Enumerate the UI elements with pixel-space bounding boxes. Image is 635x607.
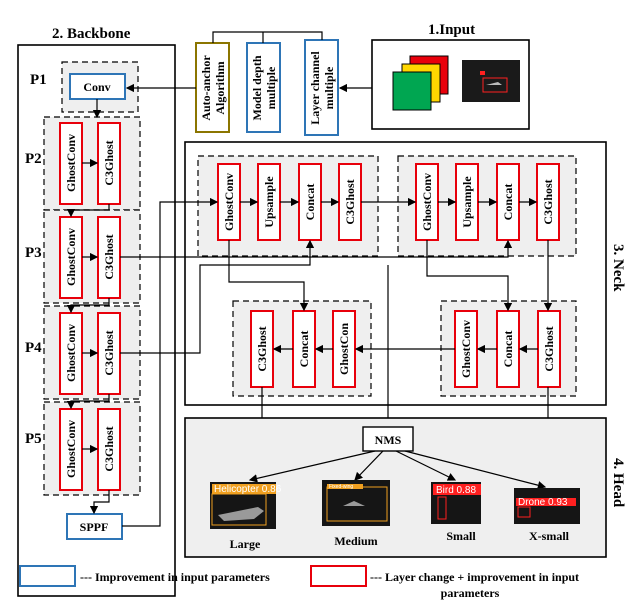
nbr-ghostconv: GhostConv [459, 320, 473, 378]
output-small-label: Small [446, 529, 476, 543]
backbone-title: 2. Backbone [52, 26, 131, 42]
backbone-stage-p5: P5 GhostConv C3Ghost [25, 401, 141, 496]
output-medium: Fixed-wing Medium [322, 480, 390, 548]
ntr-upsample: Upsample [460, 176, 474, 228]
p3-ghostconv: GhostConv [64, 228, 78, 286]
nbl-concat: Concat [297, 331, 311, 368]
output-medium-label: Medium [334, 534, 377, 548]
nbr-concat: Concat [501, 331, 515, 368]
model-depth-line2: multiple [264, 66, 278, 109]
p3-label: P3 [25, 245, 42, 261]
nms-output-arrows [248, 450, 547, 490]
model-depth-box [246, 42, 281, 133]
output-medium-detection: Fixed-wing [329, 484, 353, 490]
conv-label: Conv [83, 80, 110, 94]
p5-ghostconv: GhostConv [64, 420, 78, 478]
p4-label: P4 [25, 340, 42, 356]
nbl-c3ghost: C3Ghost [255, 326, 269, 371]
model-depth-line1: Model depth [250, 55, 264, 120]
legend-red-text-2: parameters [441, 586, 500, 600]
ntl-c3ghost: C3Ghost [343, 179, 357, 224]
output-large: Helicopter 0.86 Large [210, 482, 282, 551]
auto-anchor-line1: Auto-anchor [199, 55, 213, 121]
nbl-ghostcon: GhostCon [337, 323, 351, 375]
input-image-thumb [462, 60, 520, 102]
p4-c3ghost: C3Ghost [102, 330, 116, 375]
neck-bottom-right-blocks: GhostConv Concat C3Ghost [454, 310, 561, 388]
nms-block [362, 426, 414, 452]
sppf-label: SPPF [80, 520, 109, 534]
nms-label: NMS [375, 433, 402, 447]
auto-anchor-line2: Algorithm [213, 61, 227, 114]
ntl-ghostconv: GhostConv [222, 173, 236, 231]
neck-title: 3. Neck [610, 244, 626, 292]
p5-c3ghost: C3Ghost [102, 426, 116, 471]
ntr-ghostconv: GhostConv [420, 173, 434, 231]
legend-red-text-1: --- Layer change + improvement in input [370, 570, 579, 584]
input-detection-box [482, 77, 508, 93]
conv-block [69, 73, 126, 100]
output-small: Bird 0.88 Small [431, 482, 481, 543]
p2-ghostconv: GhostConv [64, 134, 78, 192]
ntl-concat: Concat [303, 184, 317, 221]
ntl-upsample: Upsample [262, 176, 276, 228]
p1-label: P1 [30, 72, 47, 88]
output-large-detection: Helicopter 0.86 [214, 484, 282, 495]
input-green-layer [392, 71, 432, 111]
output-xsmall: Drone 0.93 X-small [514, 488, 580, 543]
output-large-label: Large [230, 537, 261, 551]
nbr-c3ghost: C3Ghost [542, 326, 556, 371]
legend-blue-swatch [19, 565, 76, 587]
backbone-arrows [66, 99, 110, 515]
p4-ghostconv: GhostConv [64, 324, 78, 382]
output-small-detection: Bird 0.88 [436, 485, 476, 496]
ntr-c3ghost: C3Ghost [541, 179, 555, 224]
layer-channel-box [304, 39, 339, 136]
param-connectors [125, 31, 372, 93]
p5-label: P5 [25, 431, 42, 447]
layer-channel-line1: Layer channel [308, 51, 322, 125]
head-title: 4. Head [610, 458, 626, 508]
layer-channel-line2: multiple [322, 66, 336, 109]
legend-red-swatch [310, 565, 367, 587]
neck-bottom-left-blocks: C3Ghost Concat GhostCon [250, 310, 356, 388]
ntr-concat: Concat [501, 184, 515, 221]
input-title: 1.Input [428, 22, 475, 38]
p2-label: P2 [25, 151, 42, 167]
output-xsmall-label: X-small [529, 529, 570, 543]
legend-blue-text: --- Improvement in input parameters [80, 570, 270, 584]
p3-c3ghost: C3Ghost [102, 234, 116, 279]
p2-c3ghost: C3Ghost [102, 140, 116, 185]
output-xsmall-detection: Drone 0.93 [518, 497, 568, 508]
